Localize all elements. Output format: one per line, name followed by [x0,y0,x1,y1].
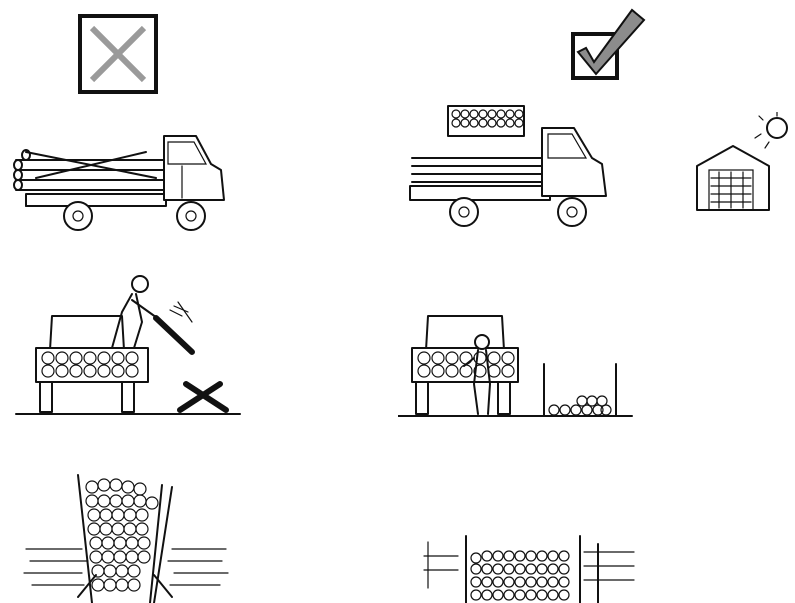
stacking-wrong [22,465,232,603]
stacking-right [408,530,640,603]
unloading-wrong [12,272,247,422]
check-mark-icon [570,8,650,84]
truck-wrong-loading [6,118,236,238]
truck-right-loading [402,100,617,240]
cross-mark-icon [78,14,158,94]
unloading-right [398,300,638,422]
storage-shed-sun-icon [693,112,793,212]
